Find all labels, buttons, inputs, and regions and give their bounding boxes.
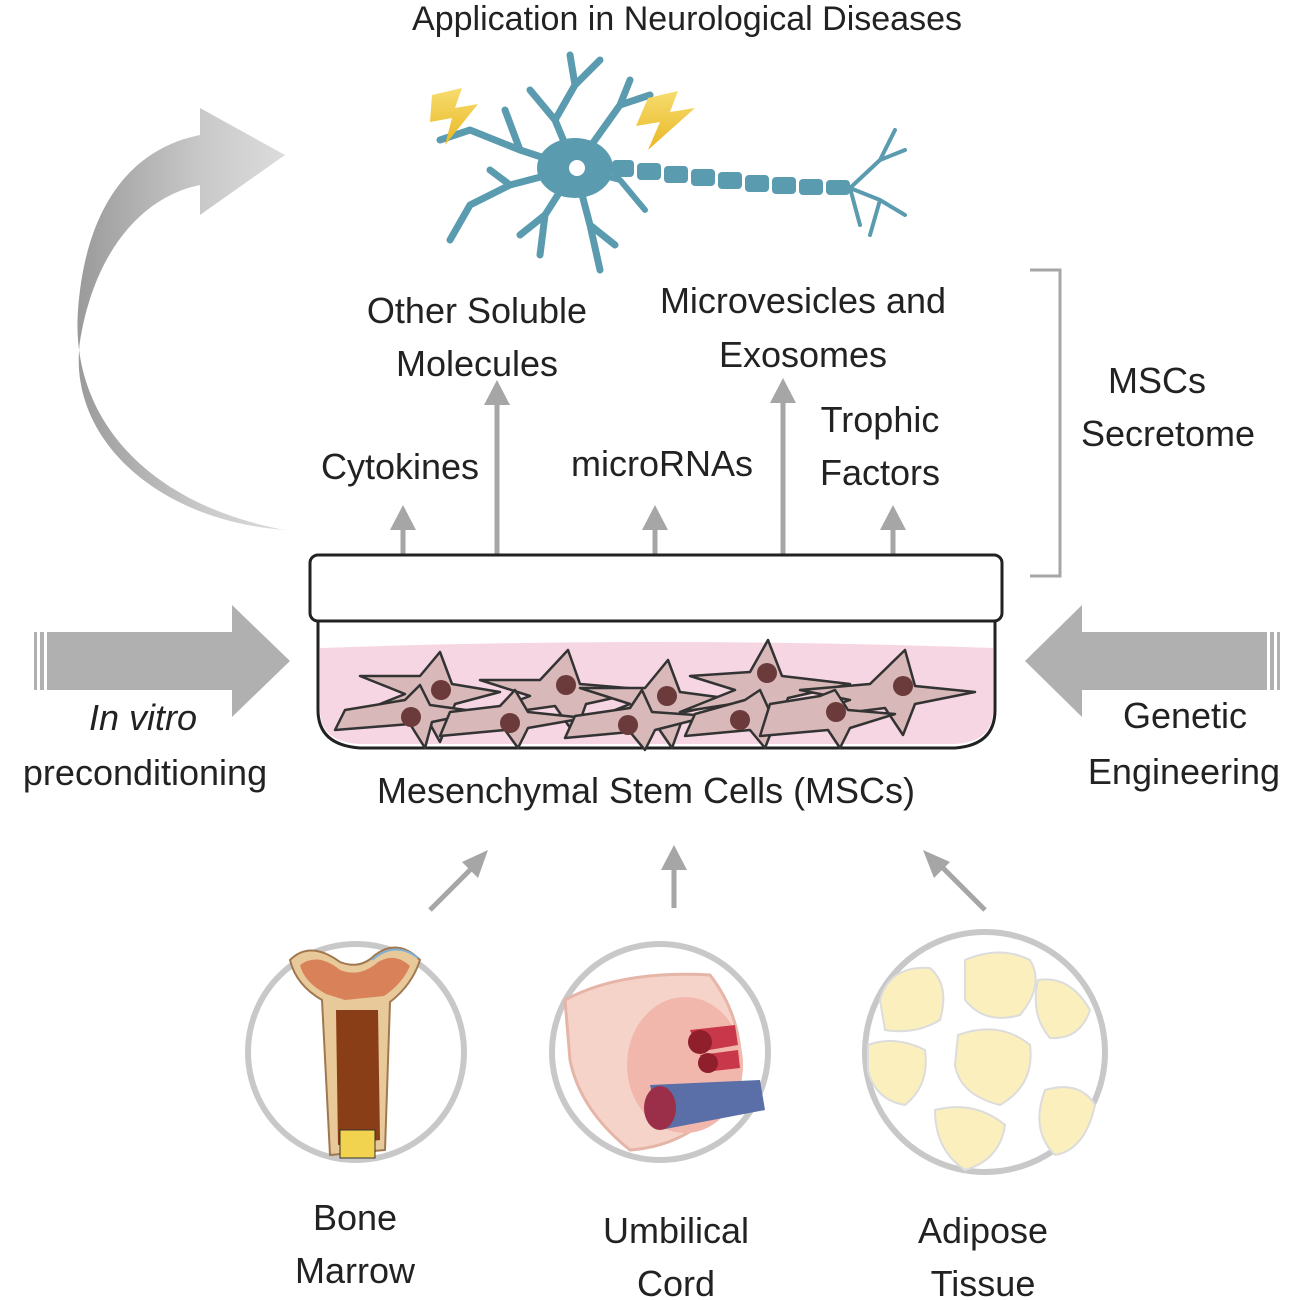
label-msc-secretome-1: MSCs: [1108, 360, 1206, 401]
arrow-adipose: [923, 850, 987, 912]
label-preconditioning: preconditioning: [23, 752, 267, 793]
label-tissue: Tissue: [931, 1263, 1036, 1300]
arrow-umbilical-cord: [661, 845, 687, 908]
label-microvesicles-2: Exosomes: [719, 334, 887, 375]
label-cytokines: Cytokines: [321, 446, 479, 487]
label-bone: Bone: [313, 1197, 397, 1238]
lightning-right-icon: [636, 91, 695, 150]
label-umbilical: Umbilical: [603, 1210, 749, 1251]
secretome-bracket: [1030, 268, 1062, 578]
umbilical-cord-image: [549, 941, 771, 1163]
label-msc-secretome-2: Secretome: [1081, 413, 1255, 454]
msc-cells: [333, 638, 977, 752]
label-trophic-2: Factors: [820, 452, 940, 493]
label-genetic: Genetic: [1123, 695, 1247, 736]
cell-10: [758, 688, 897, 750]
adipose-tissue-image: [862, 929, 1108, 1175]
source-arrows: [428, 845, 987, 912]
label-microvesicles-1: Microvesicles and: [660, 280, 946, 321]
label-cord: Cord: [637, 1263, 715, 1300]
arrow-bone-marrow: [428, 850, 488, 912]
neuron-icon: [436, 51, 907, 274]
label-mscs: Mesenchymal Stem Cells (MSCs): [377, 770, 915, 811]
left-input-arrow: [34, 605, 290, 717]
diagram-title: Application in Neurological Diseases: [412, 0, 962, 38]
cell-8: [563, 688, 712, 752]
label-marrow: Marrow: [295, 1250, 416, 1291]
lightning-left-icon: [430, 88, 478, 145]
label-engineering: Engineering: [1088, 751, 1280, 792]
curved-feedback-arrow: [77, 108, 285, 530]
label-other-soluble-2: Molecules: [396, 343, 558, 384]
bone-marrow-image: [245, 941, 467, 1163]
label-adipose: Adipose: [918, 1210, 1048, 1251]
label-in-vitro: In vitro: [89, 697, 197, 738]
label-other-soluble-1: Other Soluble: [367, 290, 587, 331]
label-micrornas: microRNAs: [571, 443, 753, 484]
label-trophic-1: Trophic: [821, 399, 940, 440]
cell-4: [678, 638, 852, 734]
right-input-arrow: [1025, 605, 1280, 717]
cell-nuclei: [401, 663, 913, 735]
